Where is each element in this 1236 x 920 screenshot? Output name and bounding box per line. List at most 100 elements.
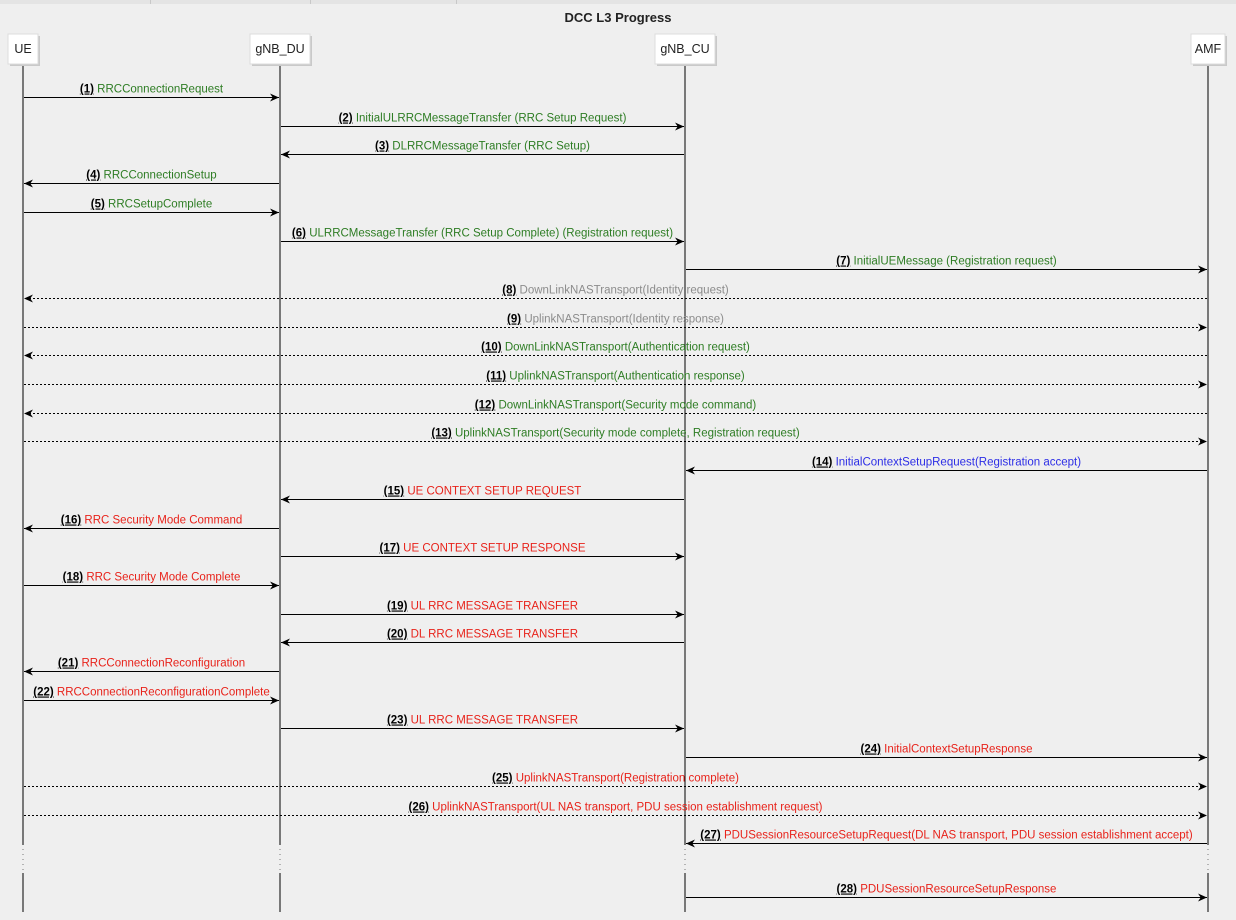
message-9: (9) UplinkNASTransport(Identity response…	[24, 314, 1207, 332]
message-number: (17)	[380, 543, 401, 555]
message-number: (27)	[700, 830, 721, 842]
message-text: RRCConnectionReconfiguration	[82, 658, 246, 670]
message-label: (4) RRCConnectionSetup	[86, 170, 216, 182]
message-number: (10)	[481, 342, 502, 354]
message-number: (1)	[80, 84, 94, 96]
message-number: (14)	[812, 457, 833, 469]
message-22: (22) RRCConnectionReconfigurationComplet…	[24, 687, 279, 705]
message-21: (21) RRCConnectionReconfiguration	[24, 658, 279, 676]
message-label: (2) InitialULRRCMessageTransfer (RRC Set…	[339, 113, 627, 125]
message-number: (22)	[33, 687, 54, 699]
message-text: ULRRCMessageTransfer (RRC Setup Complete…	[309, 228, 673, 240]
message-text: DL RRC MESSAGE TRANSFER	[411, 629, 578, 641]
participant-label: gNB_CU	[660, 42, 709, 56]
message-number: (8)	[502, 285, 516, 297]
message-text: UE CONTEXT SETUP REQUEST	[407, 486, 581, 498]
message-text: RRC Security Mode Command	[84, 515, 242, 527]
message-10: (10) DownLinkNASTransport(Authentication…	[24, 342, 1207, 360]
message-1: (1) RRCConnectionRequest	[24, 84, 279, 102]
message-label: (3) DLRRCMessageTransfer (RRC Setup)	[375, 141, 590, 153]
message-label: (14) InitialContextSetupRequest(Registra…	[812, 457, 1081, 469]
message-number: (3)	[375, 141, 389, 153]
message-label: (13) UplinkNASTransport(Security mode co…	[431, 428, 800, 440]
message-label: (21) RRCConnectionReconfiguration	[58, 658, 245, 670]
message-23: (23) UL RRC MESSAGE TRANSFER	[281, 715, 684, 733]
message-6: (6) ULRRCMessageTransfer (RRC Setup Comp…	[281, 228, 684, 246]
message-text: InitialUEMessage (Registration request)	[854, 256, 1057, 268]
message-text: UplinkNASTransport(Registration complete…	[516, 773, 739, 785]
message-number: (13)	[431, 428, 452, 440]
message-label: (6) ULRRCMessageTransfer (RRC Setup Comp…	[292, 228, 673, 240]
message-number: (26)	[409, 802, 430, 814]
message-number: (24)	[861, 744, 882, 756]
message-text: UL RRC MESSAGE TRANSFER	[411, 715, 578, 727]
message-14: (14) InitialContextSetupRequest(Registra…	[686, 457, 1207, 475]
message-label: (24) InitialContextSetupResponse	[861, 744, 1033, 756]
message-number: (25)	[492, 773, 513, 785]
participant-ue: UE	[7, 33, 40, 66]
message-number: (4)	[86, 170, 100, 182]
message-7: (7) InitialUEMessage (Registration reque…	[686, 256, 1207, 274]
message-number: (18)	[63, 572, 84, 584]
participant-label: AMF	[1195, 42, 1222, 56]
message-text: UL RRC MESSAGE TRANSFER	[411, 601, 578, 613]
message-text: RRCSetupComplete	[108, 199, 212, 211]
message-text: PDUSessionResourceSetupResponse	[860, 884, 1056, 896]
participant-cu: gNB_CU	[654, 33, 717, 66]
message-number: (21)	[58, 658, 79, 670]
message-label: (23) UL RRC MESSAGE TRANSFER	[387, 715, 578, 727]
message-4: (4) RRCConnectionSetup	[24, 170, 279, 188]
message-27: (27) PDUSessionResourceSetupRequest(DL N…	[686, 830, 1207, 848]
message-number: (9)	[507, 314, 521, 326]
message-text: RRCConnectionSetup	[104, 170, 217, 182]
message-number: (28)	[837, 884, 858, 896]
participant-amf: AMF	[1190, 33, 1227, 66]
message-label: (28) PDUSessionResourceSetupResponse	[837, 884, 1057, 896]
message-label: (26) UplinkNASTransport(UL NAS transport…	[409, 802, 823, 814]
message-label: (22) RRCConnectionReconfigurationComplet…	[33, 687, 270, 699]
message-number: (19)	[387, 601, 408, 613]
message-text: InitialULRRCMessageTransfer (RRC Setup R…	[356, 113, 627, 125]
message-label: (5) RRCSetupComplete	[91, 199, 212, 211]
message-label: (7) InitialUEMessage (Registration reque…	[836, 256, 1057, 268]
message-text: DownLinkNASTransport(Identity request)	[520, 285, 729, 297]
message-label: (8) DownLinkNASTransport(Identity reques…	[502, 285, 729, 297]
message-17: (17) UE CONTEXT SETUP RESPONSE	[281, 543, 684, 561]
message-label: (16) RRC Security Mode Command	[61, 515, 243, 527]
message-text: RRC Security Mode Complete	[86, 572, 240, 584]
message-3: (3) DLRRCMessageTransfer (RRC Setup)	[281, 141, 684, 159]
message-text: UplinkNASTransport(Security mode complet…	[455, 428, 800, 440]
message-number: (5)	[91, 199, 105, 211]
message-text: UplinkNASTransport(Identity response)	[524, 314, 724, 326]
message-28: (28) PDUSessionResourceSetupResponse	[686, 884, 1207, 902]
message-text: UplinkNASTransport(Authentication respon…	[509, 371, 745, 383]
message-text: DownLinkNASTransport(Security mode comma…	[498, 400, 756, 412]
message-text: PDUSessionResourceSetupRequest(DL NAS tr…	[724, 830, 1193, 842]
message-number: (6)	[292, 228, 306, 240]
message-text: InitialContextSetupRequest(Registration …	[836, 457, 1082, 469]
message-text: RRCConnectionReconfigurationComplete	[57, 687, 270, 699]
message-text: InitialContextSetupResponse	[884, 744, 1032, 756]
message-number: (12)	[475, 400, 496, 412]
message-number: (23)	[387, 715, 408, 727]
message-label: (19) UL RRC MESSAGE TRANSFER	[387, 601, 578, 613]
message-label: (1) RRCConnectionRequest	[80, 84, 224, 96]
message-8: (8) DownLinkNASTransport(Identity reques…	[24, 285, 1207, 303]
message-text: DownLinkNASTransport(Authentication requ…	[505, 342, 750, 354]
message-text: DLRRCMessageTransfer (RRC Setup)	[392, 141, 590, 153]
message-label: (9) UplinkNASTransport(Identity response…	[507, 314, 724, 326]
participant-du: gNB_DU	[249, 33, 312, 66]
participant-box	[249, 33, 311, 65]
message-18: (18) RRC Security Mode Complete	[24, 572, 279, 590]
participant-label: gNB_DU	[255, 42, 304, 56]
message-19: (19) UL RRC MESSAGE TRANSFER	[281, 601, 684, 619]
message-13: (13) UplinkNASTransport(Security mode co…	[24, 428, 1207, 446]
message-16: (16) RRC Security Mode Command	[24, 515, 279, 533]
message-5: (5) RRCSetupComplete	[24, 199, 279, 217]
message-label: (17) UE CONTEXT SETUP RESPONSE	[380, 543, 586, 555]
message-15: (15) UE CONTEXT SETUP REQUEST	[281, 486, 684, 504]
participant-box	[7, 33, 39, 65]
participant-label: UE	[14, 42, 31, 56]
message-12: (12) DownLinkNASTransport(Security mode …	[24, 400, 1207, 418]
participant-box	[1190, 33, 1226, 65]
